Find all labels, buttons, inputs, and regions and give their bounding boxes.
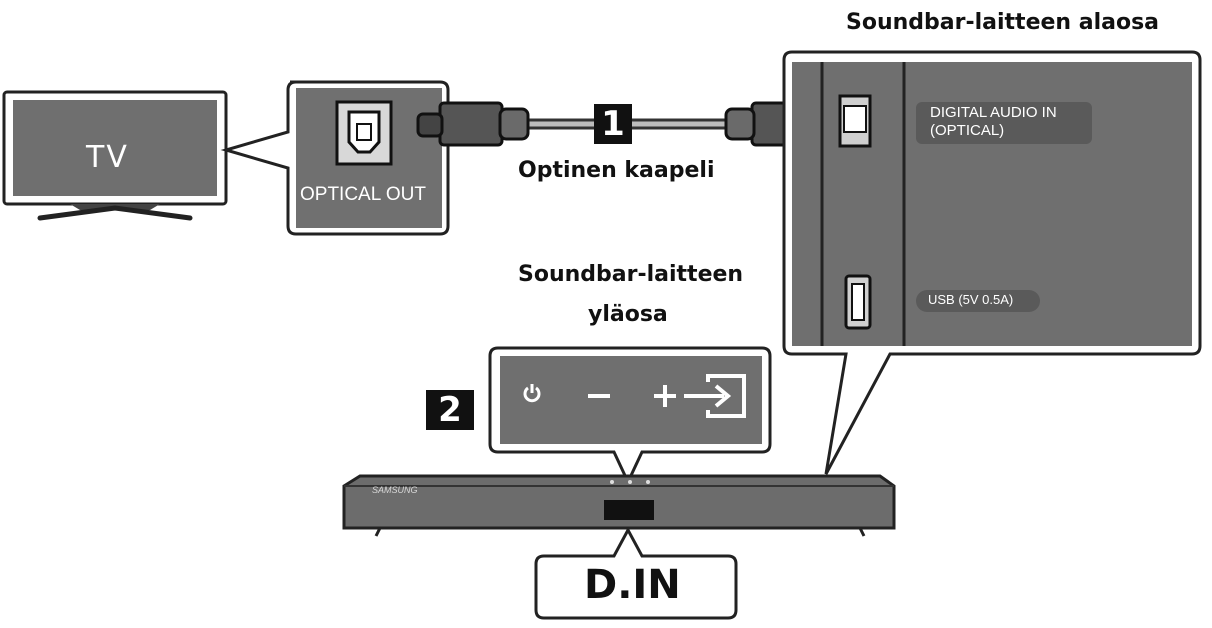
tv-label: TV: [86, 140, 129, 175]
digital-audio-in-label-line2: (OPTICAL): [930, 122, 1005, 139]
source-input-icon: [684, 374, 746, 418]
soundbar-top-title-line1: Soundbar-laitteen: [518, 262, 744, 287]
plus-icon: [654, 385, 676, 407]
soundbar-bottom-callout: [782, 50, 1202, 475]
power-icon: [523, 384, 541, 403]
optical-out-callout: [220, 80, 450, 236]
step-2-badge: 2: [426, 390, 474, 430]
din-callout: [534, 526, 738, 620]
usb-port-icon: [844, 274, 872, 330]
soundbar: [342, 474, 896, 537]
usb-label: USB (5V 0.5A): [928, 292, 1014, 307]
optical-port-icon: [335, 100, 393, 166]
tv-set: [2, 90, 228, 221]
digital-audio-in-label-line1: DIGITAL AUDIO IN: [930, 104, 1057, 121]
brand-label: SAMSUNG: [372, 485, 418, 495]
digital-audio-in-port-icon: [838, 94, 872, 148]
din-label: D.IN: [584, 562, 681, 608]
soundbar-top-title-line2: yläosa: [588, 302, 668, 327]
step-1-badge: 1: [594, 104, 632, 144]
control-panel-callout: [488, 346, 772, 486]
optical-out-label: OPTICAL OUT: [300, 184, 426, 205]
cable-label: Optinen kaapeli: [518, 158, 715, 183]
soundbar-bottom-title: Soundbar-laitteen alaosa: [846, 10, 1160, 35]
display-window: [604, 500, 654, 520]
